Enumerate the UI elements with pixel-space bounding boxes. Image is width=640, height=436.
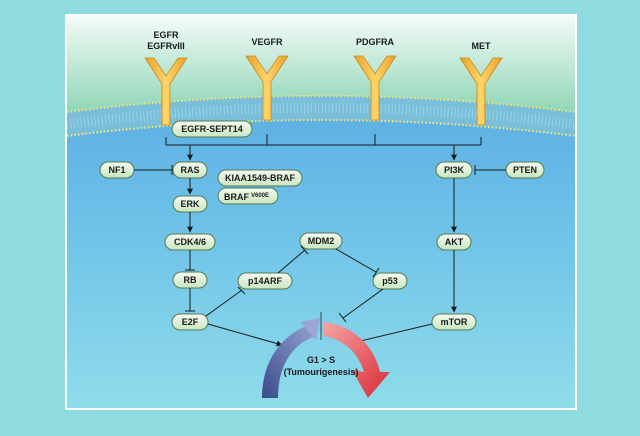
receptor-egfr-shape — [144, 57, 188, 126]
receptor-met-label: MET — [472, 41, 492, 51]
node-akt-label: AKT — [445, 237, 464, 247]
node-egfr-sept14: EGFR-SEPT14 — [171, 120, 253, 138]
edge-mtor-cycle — [351, 323, 433, 345]
node-rb: RB — [172, 271, 208, 289]
node-pten-label: PTEN — [513, 165, 537, 175]
receptor-vegfr-shape — [245, 55, 289, 121]
node-rb-label: RB — [184, 275, 197, 285]
braf-text: BRAF — [224, 192, 249, 202]
node-e2f: E2F — [171, 313, 209, 331]
receptor-met-shape — [459, 57, 503, 126]
node-p14arf-label: p14ARF — [248, 276, 283, 286]
node-p53: p53 — [372, 272, 408, 290]
node-nf1-label: NF1 — [108, 165, 125, 175]
edge-p14arf-inhibits-mdm2 — [277, 249, 306, 274]
node-erk-label: ERK — [180, 199, 200, 209]
receptor-met: MET — [459, 41, 503, 126]
node-egfr-sept14-label: EGFR-SEPT14 — [181, 124, 243, 134]
extracellular-space — [67, 16, 575, 112]
cycle-arc-red — [324, 322, 390, 398]
node-e2f-label: E2F — [182, 317, 199, 327]
node-p53-label: p53 — [382, 276, 398, 286]
cycle-arrowhead-blue — [300, 318, 320, 340]
node-pi3k: PI3K — [435, 161, 473, 179]
receptor-vegfr-label: VEGFR — [251, 37, 283, 47]
node-ras: RAS — [172, 161, 208, 179]
receptor-pdgfra-label: PDGFRA — [356, 37, 395, 47]
pathway-edges — [134, 165, 506, 347]
node-mdm2: MDM2 — [299, 232, 343, 250]
receptor-pdgfra-shape — [353, 55, 397, 121]
cell-membrane — [67, 96, 575, 136]
receptor-connector — [165, 134, 482, 161]
receptor-egfr-label: EGFR — [153, 30, 179, 40]
receptor-vegfr: VEGFR — [245, 37, 289, 121]
membrane-top-heads — [66, 94, 576, 114]
node-erk: ERK — [172, 195, 208, 213]
receptor-egfr: EGFR EGFRvIII — [144, 30, 188, 126]
node-pten: PTEN — [505, 161, 545, 179]
cell-cycle-graphic: G1 > S (Tumourigenesis) — [262, 312, 390, 398]
node-kiaa1549-braf-label: KIAA1549-BRAF — [225, 173, 296, 183]
membrane-tails — [66, 103, 576, 129]
receptor-egfrviii-label: EGFRvIII — [147, 41, 185, 51]
receptor-pdgfra: PDGFRA — [353, 37, 397, 121]
cycle-tumourigenesis-label: (Tumourigenesis) — [284, 367, 359, 377]
edge-e2f-p14arf — [205, 289, 243, 317]
node-nf1: NF1 — [99, 161, 135, 179]
edge-mdm2-inhibits-p53 — [335, 248, 377, 273]
node-cdk46-label: CDK4/6 — [174, 237, 206, 247]
node-kiaa1549-braf: KIAA1549-BRAF — [217, 169, 303, 187]
node-mtor: mTOR — [431, 313, 477, 331]
node-pi3k-label: PI3K — [444, 165, 465, 175]
node-mtor-label: mTOR — [441, 317, 468, 327]
cycle-phase-label: G1 > S — [307, 355, 335, 365]
node-akt: AKT — [436, 233, 472, 251]
node-p14arf: p14ARF — [237, 272, 293, 290]
node-cdk46: CDK4/6 — [164, 233, 216, 251]
edge-e2f-cycle — [207, 323, 283, 347]
node-mdm2-label: MDM2 — [308, 236, 335, 246]
edge-p53-inhibits-cycle — [342, 288, 384, 319]
braf-mutation-superscript: V600E — [251, 193, 269, 199]
membrane-bottom-heads — [66, 118, 576, 138]
node-ras-label: RAS — [180, 165, 199, 175]
cycle-arc-blue — [262, 322, 318, 398]
